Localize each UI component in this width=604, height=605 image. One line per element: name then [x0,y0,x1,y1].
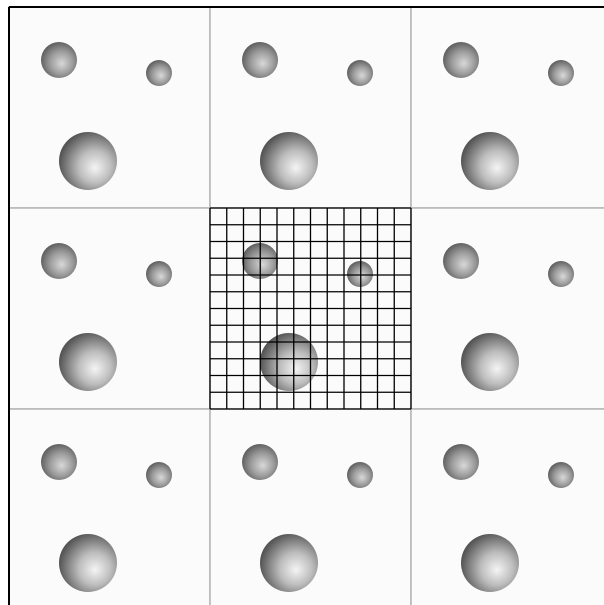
sphere-large [59,132,117,190]
sphere-medium [443,42,479,78]
sphere-medium [41,42,77,78]
tiles-layer [9,7,604,605]
sphere-large [59,333,117,391]
sphere-small [347,60,373,86]
sphere-medium [242,444,278,480]
sphere-small [548,60,574,86]
sphere-small [347,462,373,488]
sphere-small [548,462,574,488]
sphere-medium [443,243,479,279]
sphere-small [146,462,172,488]
sphere-large [260,534,318,592]
sphere-small [347,261,373,287]
sphere-medium [443,444,479,480]
sphere-small [548,261,574,287]
sphere-large [461,132,519,190]
sphere-small [146,60,172,86]
sphere-large [260,132,318,190]
sphere-medium [41,243,77,279]
sphere-medium [242,42,278,78]
sphere-large [461,534,519,592]
sphere-large [461,333,519,391]
sphere-small [146,261,172,287]
sphere-large [59,534,117,592]
sphere-medium [41,444,77,480]
